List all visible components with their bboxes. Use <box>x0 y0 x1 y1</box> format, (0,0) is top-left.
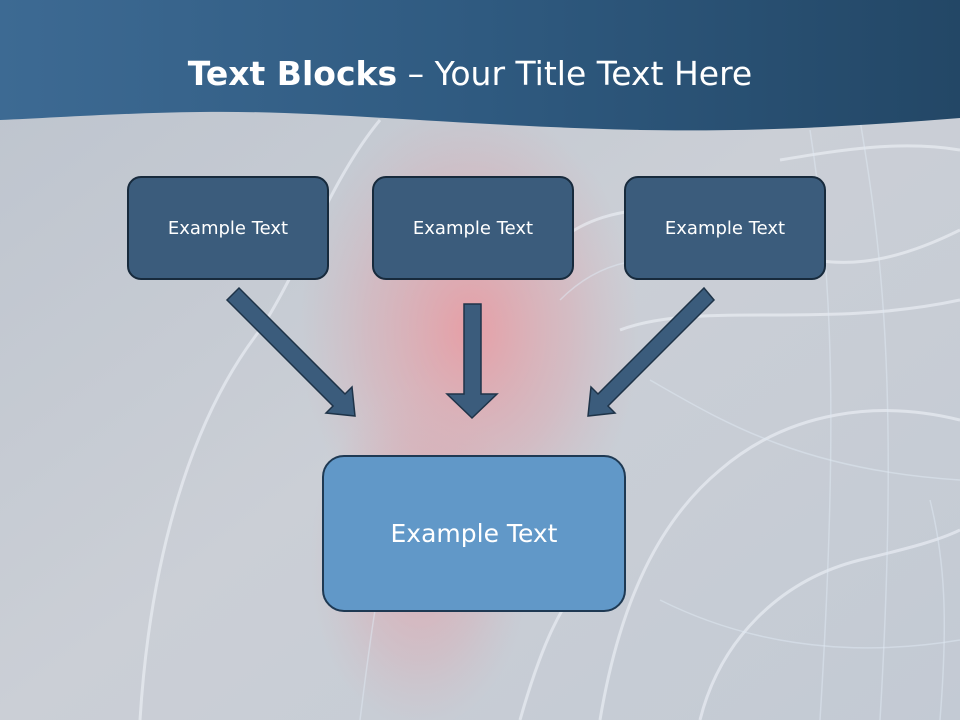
text-block-1-label: Example Text <box>167 217 289 239</box>
text-block-3-label: Example Text <box>664 217 786 239</box>
title-rest: Your Title Text Here <box>434 54 753 93</box>
text-block-2: Example Text <box>372 176 574 280</box>
title-dash: – <box>407 54 425 93</box>
text-block-3: Example Text <box>624 176 826 280</box>
title-bold: Text Blocks <box>187 54 398 93</box>
arrow-right <box>587 286 716 417</box>
arrow-center <box>445 303 499 420</box>
text-block-1: Example Text <box>127 176 329 280</box>
slide-title: Text Blocks – Your Title Text Here <box>0 52 940 96</box>
arrow-left <box>225 286 356 417</box>
target-block: Example Text <box>322 455 626 612</box>
text-block-2-label: Example Text <box>412 217 534 239</box>
target-block-label: Example Text <box>390 519 558 548</box>
